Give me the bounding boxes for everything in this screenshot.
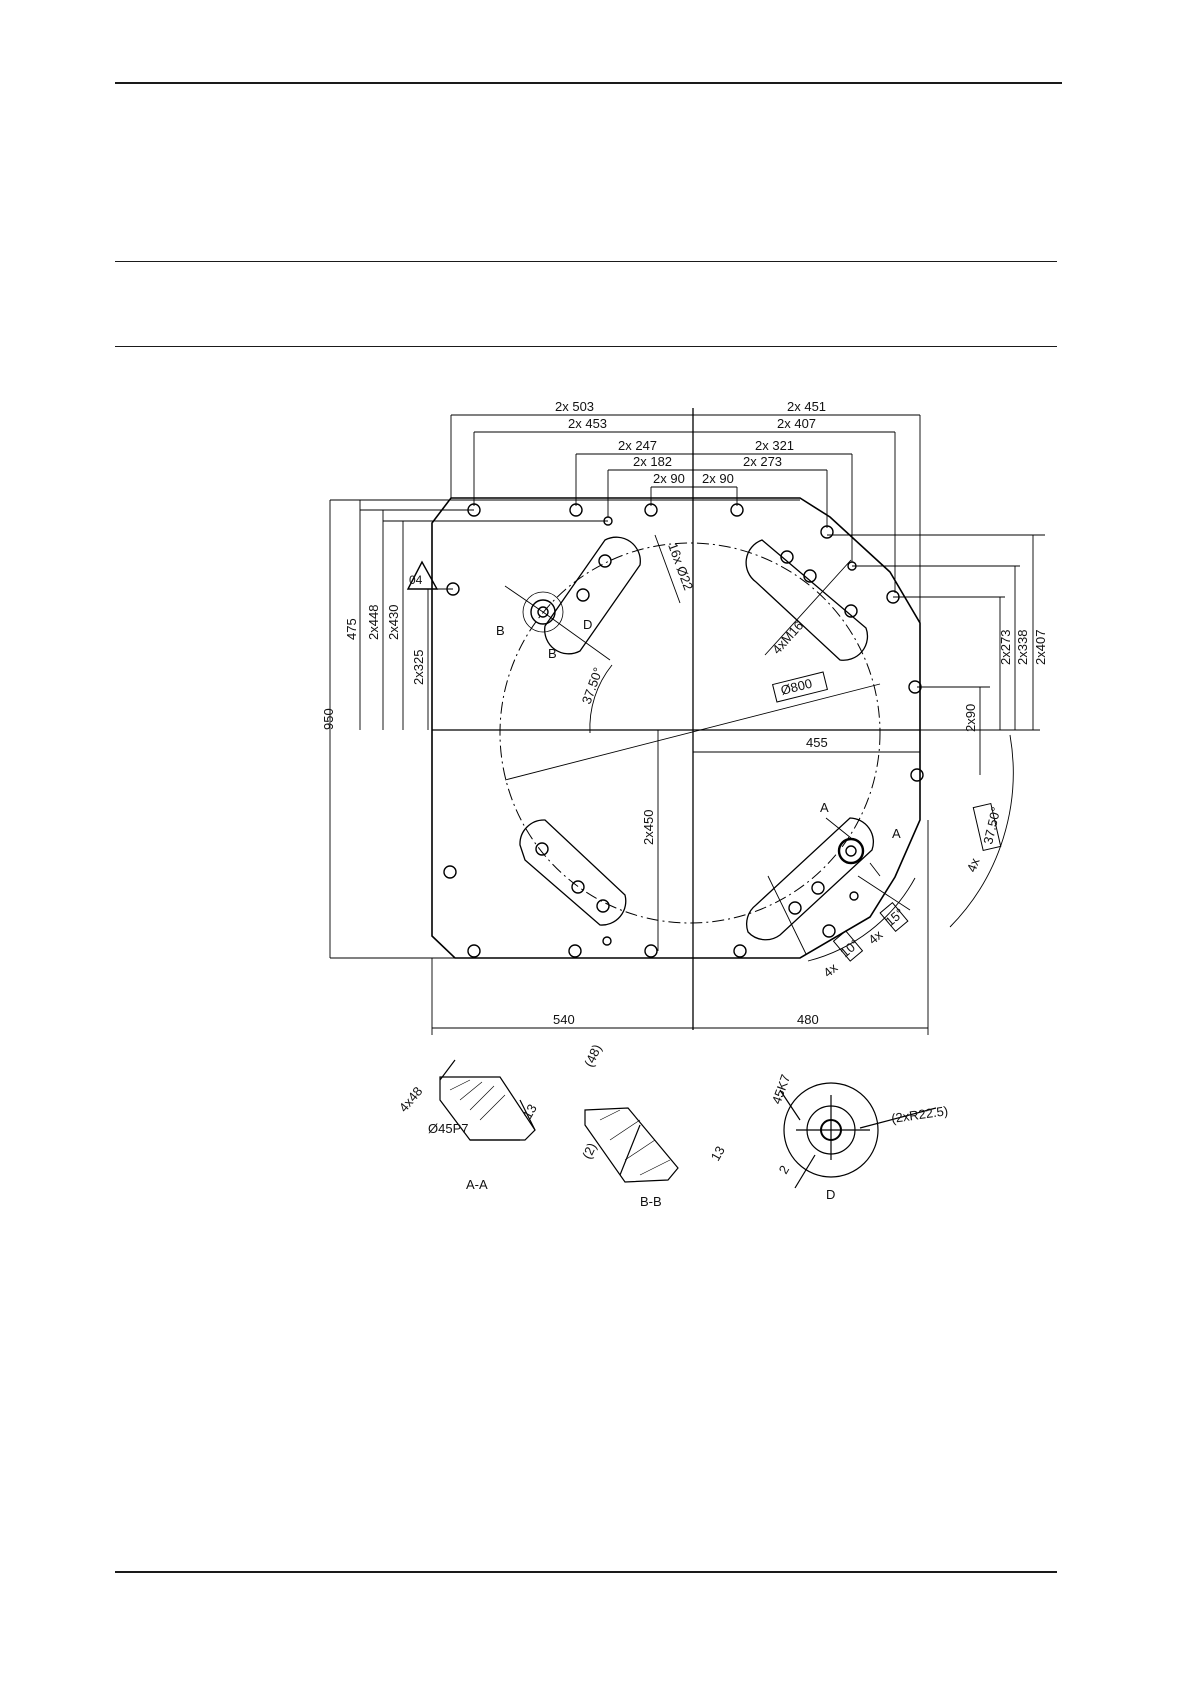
section-aa-title: A-A	[466, 1177, 488, 1192]
section-bb-dim-13: 13	[708, 1143, 728, 1163]
detail-mark-d: D	[583, 617, 592, 632]
detail-d-dim-2: 2	[776, 1163, 793, 1177]
label-angle-15-prefix: 4x	[865, 927, 886, 948]
detail-d-title: D	[826, 1187, 835, 1202]
section-bb	[585, 1108, 678, 1182]
dim-left-448: 2x448	[366, 605, 381, 640]
section-bb-dim-48: (48)	[581, 1042, 604, 1069]
dim-top-503: 2x 503	[555, 399, 594, 414]
dim-top-451: 2x 451	[787, 399, 826, 414]
dim-left-430: 2x430	[386, 605, 401, 640]
label-angle-37-right: 37.50°	[980, 806, 1003, 846]
section-mark-a1: A	[820, 800, 829, 815]
section-mark-a2: A	[892, 826, 901, 841]
detail-d-radius: (2xR22.5)	[890, 1103, 949, 1126]
dim-right-338: 2x338	[1015, 630, 1030, 665]
label-m16: 4xM16	[769, 618, 806, 657]
label-16-holes: 16x Ø22	[665, 541, 696, 592]
section-mark-b1: B	[496, 623, 505, 638]
dim-bottom-480: 480	[797, 1012, 819, 1027]
dim-left-950: 950	[321, 708, 336, 730]
label-angle-15: 15°	[882, 905, 907, 929]
dim-455: 455	[806, 735, 828, 750]
triangle-label: 04	[409, 573, 423, 587]
dim-top-90b: 2x 90	[702, 471, 734, 486]
dim-top-321: 2x 321	[755, 438, 794, 453]
detail-d-dim-45k7: 45K7	[769, 1072, 793, 1106]
dim-top-90a: 2x 90	[653, 471, 685, 486]
slot-lower-right	[747, 818, 874, 940]
label-angle-10: 10°	[837, 936, 862, 960]
dim-left-325: 2x325	[411, 650, 426, 685]
dim-450: 2x450	[641, 810, 656, 845]
label-angle-4x: 4x	[964, 856, 983, 875]
dim-top-407: 2x 407	[777, 416, 816, 431]
dim-top-273: 2x 273	[743, 454, 782, 469]
section-bb-dim-2: (2)	[579, 1141, 599, 1162]
dim-top-247: 2x 247	[618, 438, 657, 453]
slot-lower-left	[520, 820, 626, 925]
section-bb-title: B-B	[640, 1194, 662, 1209]
label-angle-37: 37.50°	[579, 665, 606, 706]
detail-d	[780, 1083, 936, 1188]
dim-left-475: 475	[344, 618, 359, 640]
label-angle-10-prefix: 4x	[820, 960, 841, 981]
dim-right-407: 2x407	[1033, 630, 1048, 665]
section-aa-bore: Ø45P7	[428, 1121, 468, 1136]
dim-bottom-540: 540	[553, 1012, 575, 1027]
section-aa-dim-48: 4x48	[396, 1084, 426, 1115]
dim-top-182: 2x 182	[633, 454, 672, 469]
section-mark-b2: B	[548, 646, 557, 661]
dim-right-90: 2x90	[963, 704, 978, 732]
dim-top-453: 2x 453	[568, 416, 607, 431]
dim-right-273: 2x273	[998, 630, 1013, 665]
